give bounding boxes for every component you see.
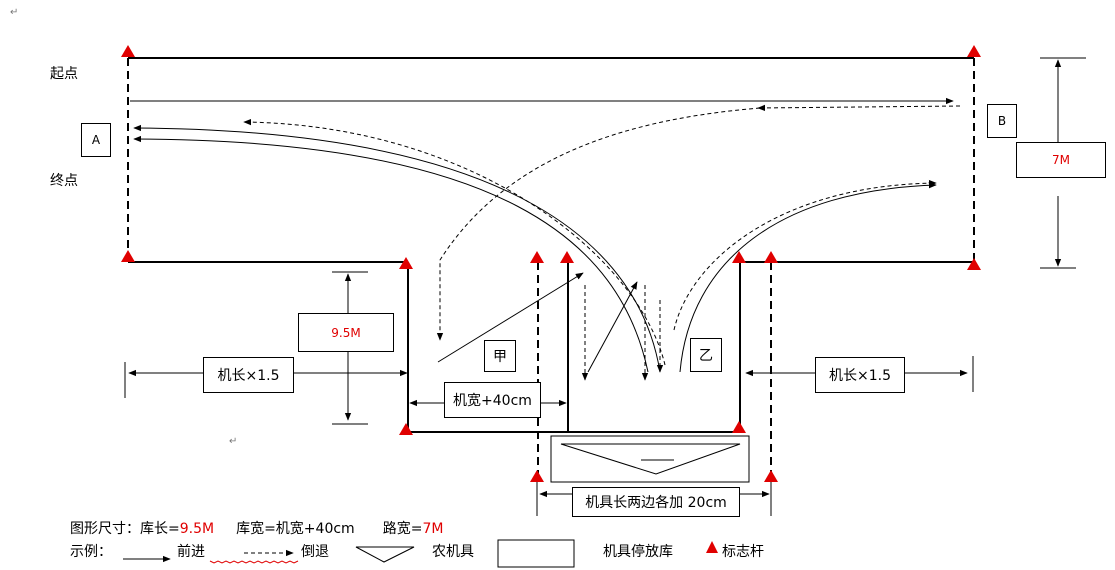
marker-pole: [764, 251, 778, 263]
path-forward-curve-1: [133, 124, 661, 373]
path-reverse-arc: [436, 107, 761, 341]
garage-length-label: 9.5M: [298, 313, 394, 352]
caption-prefix: 图形尺寸：库长=: [70, 521, 180, 537]
legend-title: 示例：: [70, 544, 112, 560]
yi-box: 乙: [690, 338, 722, 372]
machine-symbol: [560, 443, 741, 475]
machine-length-left-text: 机长×1.5: [217, 368, 280, 384]
legend-marker-label: 标志杆: [722, 544, 764, 560]
path-reverse-top-left: [243, 118, 666, 366]
marker-pole: [399, 257, 413, 269]
marker-pole: [967, 258, 981, 270]
paragraph-mark: ↵: [229, 436, 238, 447]
point-a-label: A: [91, 133, 101, 147]
paragraph-mark: ↵: [10, 7, 19, 18]
dimension-caption: 图形尺寸：库长=9.5M 库宽=机宽+40cm 路宽=7M: [70, 520, 443, 538]
legend-spellcheck-underline: [209, 560, 299, 564]
legend-machine-symbol: [355, 546, 415, 563]
marker-pole: [560, 251, 574, 263]
road-width-value: 7M: [1052, 153, 1070, 167]
caption-length-value: 9.5M: [179, 521, 215, 537]
machine-length-right-text: 机长×1.5: [829, 368, 891, 384]
machine-length-right-label: 机长×1.5: [815, 357, 905, 393]
path-forward-curve-3: [679, 182, 937, 373]
machine-plus-text: 机具长两边各加 20cm: [585, 495, 727, 511]
point-a-box: A: [81, 123, 111, 157]
path-forward-curve-2: [133, 135, 649, 373]
legend-garage-symbol: [497, 539, 575, 568]
end-label: 终点: [50, 173, 78, 189]
machine-length-left-label: 机长×1.5: [203, 357, 294, 393]
marker-pole: [530, 470, 544, 482]
marker-pole: [530, 251, 544, 263]
jia-label: 甲: [493, 349, 507, 365]
legend-machine-label: 农机具: [432, 544, 474, 560]
garage-width-text: 机宽+40cm: [453, 393, 532, 409]
marker-pole: [732, 251, 746, 263]
marker-pole: [764, 470, 778, 482]
marker-pole: [732, 421, 746, 433]
marker-poles: [121, 45, 981, 482]
legend-marker-symbol: [706, 541, 718, 553]
yi-label: 乙: [699, 348, 713, 364]
caption-road-value: 7M: [422, 521, 444, 537]
marker-pole: [121, 45, 135, 57]
point-b-label: B: [997, 114, 1007, 128]
caption-road-label: 路宽=: [382, 521, 423, 537]
point-b-box: B: [987, 104, 1017, 138]
garage-width-label: 机宽+40cm: [444, 382, 541, 418]
start-label: 起点: [50, 66, 78, 82]
legend-forward-label: 前进: [177, 544, 205, 560]
garage-length-value: 9.5M: [331, 325, 361, 340]
legend-reverse-label: 倒退: [301, 544, 329, 560]
path-reverse-right: [673, 179, 937, 331]
marker-pole: [399, 423, 413, 435]
road-width-label: 7M: [1016, 142, 1106, 178]
marker-pole: [121, 250, 135, 262]
legend-garage-label: 机具停放库: [603, 544, 673, 560]
jia-box: 甲: [484, 340, 516, 372]
path-forward-diag-1: [437, 272, 584, 363]
path-forward-diag-2: [587, 281, 638, 373]
path-reverse-top: [757, 104, 961, 112]
machine-plus-label: 机具长两边各加 20cm: [572, 487, 740, 517]
marker-pole: [967, 45, 981, 57]
caption-width-label: 库宽=机宽+40cm: [236, 521, 355, 537]
